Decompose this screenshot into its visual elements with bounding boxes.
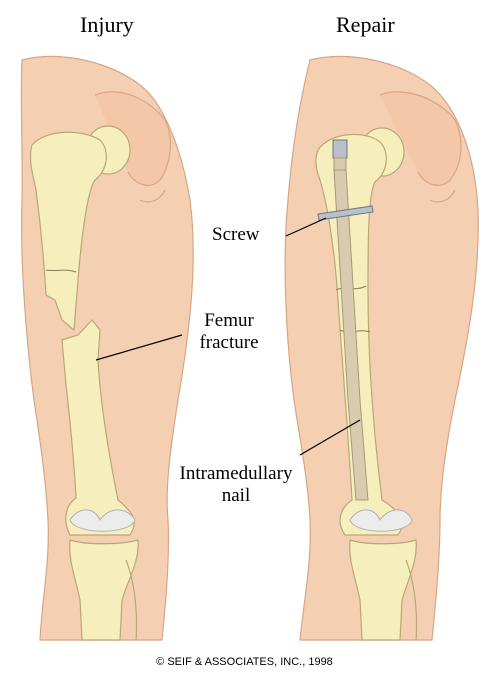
label-femur-line1: Femur (184, 310, 274, 332)
label-femur-line2: fracture (184, 332, 274, 354)
label-femur-fracture: Femur fracture (184, 310, 274, 354)
left-leg (21, 56, 193, 640)
title-injury: Injury (80, 12, 134, 38)
label-nail-line1: Intramedullary (166, 463, 306, 485)
label-intramedullary-nail: Intramedullary nail (166, 463, 306, 507)
label-nail-line2: nail (166, 485, 306, 507)
copyright-notice: © SEIF & ASSOCIATES, INC., 1998 (0, 656, 489, 668)
title-repair: Repair (336, 12, 395, 38)
right-leg (285, 56, 478, 640)
screw-top (333, 140, 347, 158)
label-screw: Screw (212, 224, 259, 246)
